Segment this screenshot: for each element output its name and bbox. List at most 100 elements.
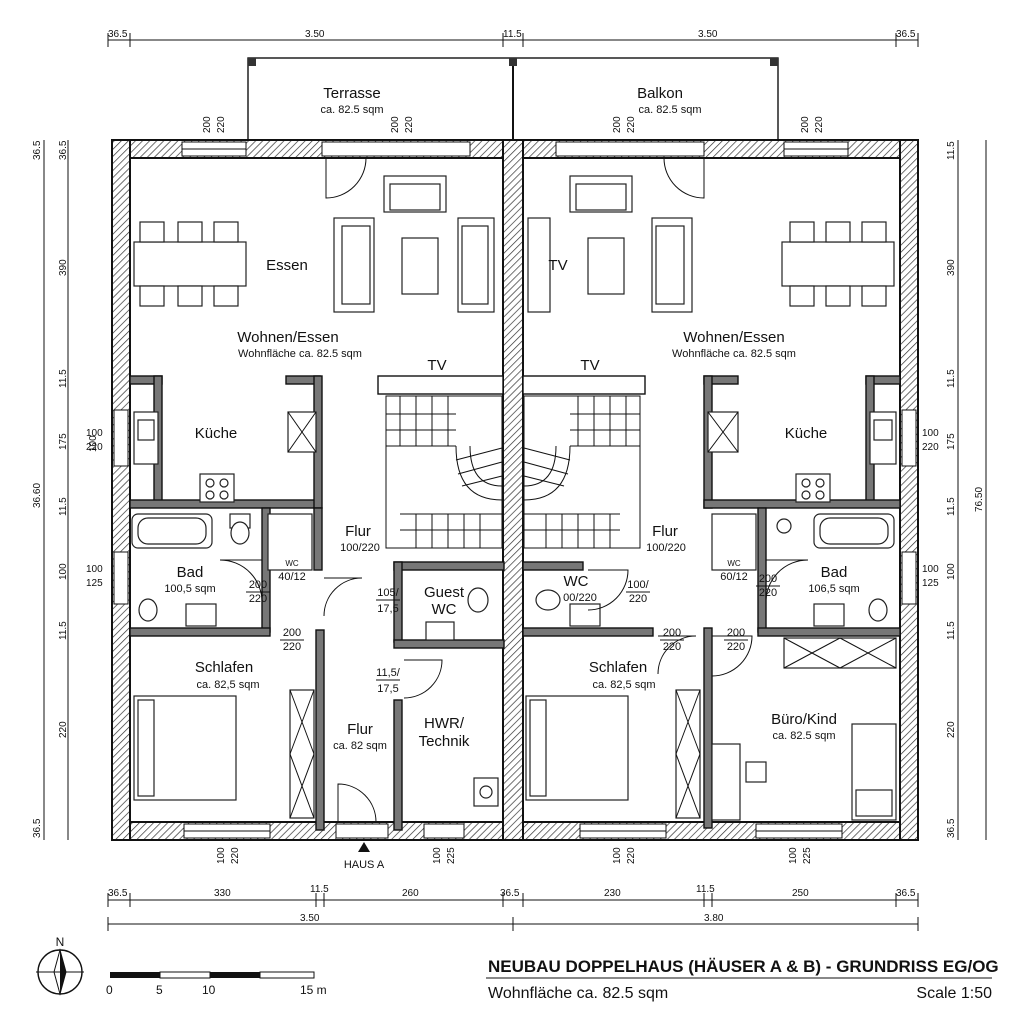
scale-bar: 0 5 10 15 m bbox=[106, 971, 327, 997]
door-label-4a: 11,5/ bbox=[376, 667, 401, 679]
dim-right-4: 175 bbox=[946, 433, 957, 450]
entrance-marker: HAUS A bbox=[344, 842, 385, 871]
door-label-3b: 17,5 bbox=[377, 603, 398, 615]
dim-left-8: 220 bbox=[58, 721, 69, 738]
top-dimension-line: 36.5 3.50 11.5 3.50 36.5 bbox=[107, 29, 919, 47]
terrace-balcony: Terrasse ca. 82.5 sqm Balkon ca. 82.5 sq… bbox=[247, 57, 779, 141]
door-size-labels: 200 220 200 220 105/ 17,5 11,5/ 17,5 100… bbox=[246, 573, 780, 695]
sofa-set-right bbox=[527, 175, 693, 313]
dim-right-5: 11.5 bbox=[946, 497, 957, 516]
dim-top-5: 36.5 bbox=[896, 29, 916, 40]
drawing-subtitle: Wohnfläche ca. 82.5 sqm bbox=[488, 985, 668, 1002]
flur-lower-area: ca. 82 sqm bbox=[333, 740, 387, 752]
dim-bot-6: 230 bbox=[604, 888, 621, 899]
door-label-1b: 220 bbox=[249, 593, 267, 605]
balkon-area: ca. 82.5 sqm bbox=[639, 104, 702, 116]
win-bot-3a: 100 bbox=[612, 847, 623, 864]
schlafen-right-label: Schlafen bbox=[589, 659, 647, 676]
win-top-4b: 220 bbox=[814, 116, 825, 133]
wc-left-label: WC bbox=[285, 559, 299, 568]
wohnen-right-label: Wohnen/Essen bbox=[683, 329, 784, 346]
win-left-1a: 100 bbox=[88, 435, 99, 452]
dim-bot-5: 36.5 bbox=[500, 888, 520, 899]
door-label-5b: 220 bbox=[629, 593, 647, 605]
dim-left-2: 390 bbox=[58, 259, 69, 276]
dim-right-6: 100 bbox=[946, 563, 957, 580]
door-label-6a: 200 bbox=[759, 573, 777, 585]
win-top-3b: 220 bbox=[626, 116, 637, 133]
win-left-2b-h: 125 bbox=[86, 578, 103, 589]
win-bot-4a: 100 bbox=[788, 847, 799, 864]
terrasse-label: Terrasse bbox=[323, 85, 381, 102]
kitchen-left bbox=[133, 411, 317, 503]
bathroom-left bbox=[131, 513, 313, 627]
entrance-label: HAUS A bbox=[344, 859, 385, 871]
dim-left-5: 11.5 bbox=[58, 497, 69, 516]
door-label-7a: 200 bbox=[663, 627, 681, 639]
win-right-2a: 100 bbox=[922, 564, 939, 575]
wc-right-label: WC bbox=[564, 573, 589, 590]
kitchen-right bbox=[707, 411, 897, 503]
dim-right-total: 76.50 bbox=[974, 487, 985, 512]
dim-top-4: 3.50 bbox=[698, 29, 718, 40]
dim-right-8: 220 bbox=[946, 721, 957, 738]
dim-top-2: 3.50 bbox=[305, 29, 325, 40]
bad-right-label: Bad bbox=[821, 564, 848, 581]
balkon-label: Balkon bbox=[637, 85, 683, 102]
bad-left-area: 100,5 sqm bbox=[164, 583, 215, 595]
win-right-1a: 100 bbox=[922, 428, 939, 439]
scale-0: 0 bbox=[106, 983, 113, 997]
dim-bot-7: 11.5 bbox=[696, 884, 715, 895]
win-top-2b: 220 bbox=[404, 116, 415, 133]
dim-right-1: 11.5 bbox=[946, 141, 957, 160]
dim-bot-2: 330 bbox=[214, 888, 231, 899]
drawing-title: NEUBAU DOPPELHAUS (HÄUSER A & B) - GRUND… bbox=[488, 957, 999, 976]
win-bot-1b: 220 bbox=[230, 847, 241, 864]
flur-left-size: 100/220 bbox=[340, 542, 380, 554]
wc-left-size: 40/12 bbox=[278, 571, 306, 583]
win-bot-2a: 100 bbox=[432, 847, 443, 864]
dim-bot-3: 11.5 bbox=[310, 884, 329, 895]
buero-area: ca. 82.5 sqm bbox=[773, 730, 836, 742]
door-label-2a: 200 bbox=[283, 627, 301, 639]
dim-bot-9: 36.5 bbox=[896, 888, 916, 899]
dim-left-6: 100 bbox=[58, 563, 69, 580]
sofa-set-left bbox=[333, 175, 495, 313]
dim-left-4: 175 bbox=[58, 433, 69, 450]
bad-right-area: 106,5 sqm bbox=[808, 583, 859, 595]
win-top-3a: 200 bbox=[612, 116, 623, 133]
dim-right-3: 11.5 bbox=[946, 369, 957, 388]
bad-left-label: Bad bbox=[177, 564, 204, 581]
buero-label: Büro/Kind bbox=[771, 711, 837, 728]
scale-10: 10 bbox=[202, 983, 216, 997]
technik-label: Technik bbox=[419, 733, 470, 750]
dim-right-7: 11.5 bbox=[946, 621, 957, 640]
win-bot-1a: 100 bbox=[216, 847, 227, 864]
dim-bot-1: 36.5 bbox=[108, 888, 128, 899]
dining-table-right bbox=[781, 221, 895, 307]
tv-left-label: TV bbox=[427, 357, 446, 374]
schlafen-left-label: Schlafen bbox=[195, 659, 253, 676]
dining-table-left bbox=[133, 221, 247, 307]
dim-left-1b: 36.5 bbox=[58, 140, 69, 160]
flur-left-label: Flur bbox=[345, 523, 371, 540]
staircase-right bbox=[523, 395, 641, 549]
office-right bbox=[711, 637, 897, 821]
kueche-right-label: Küche bbox=[785, 425, 828, 442]
flur-lower-label: Flur bbox=[347, 721, 373, 738]
wc-right-small-size: 60/12 bbox=[720, 571, 748, 583]
doors bbox=[219, 157, 809, 823]
win-bot-2b: 225 bbox=[446, 847, 457, 864]
dim-bot-4: 260 bbox=[402, 888, 419, 899]
door-label-1a: 200 bbox=[249, 579, 267, 591]
door-label-5a: 100/ bbox=[627, 579, 649, 591]
win-left-2a-h: 100 bbox=[86, 564, 103, 575]
hwr-sink bbox=[425, 587, 499, 807]
tv-right-label: TV bbox=[580, 357, 599, 374]
door-label-8a: 200 bbox=[727, 627, 745, 639]
win-left-1a-h: 100 bbox=[86, 428, 103, 439]
win-top-2a: 200 bbox=[390, 116, 401, 133]
left-dimension-line: 36.5 36.5 390 11.5 175 11.5 100 11.5 220… bbox=[32, 140, 103, 840]
wc-right-small-label: WC bbox=[727, 559, 741, 568]
